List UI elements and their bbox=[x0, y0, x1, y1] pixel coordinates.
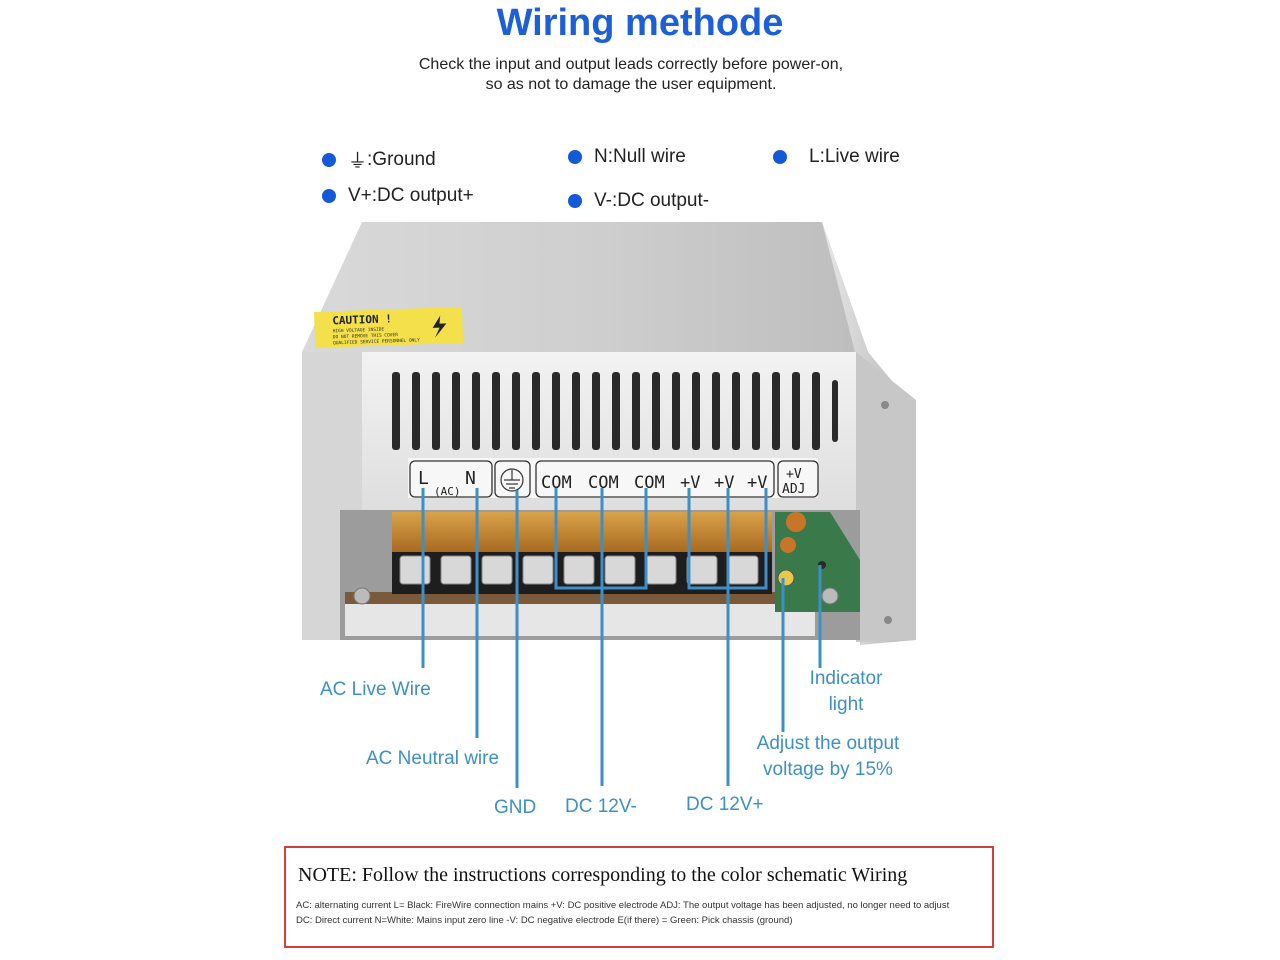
terminal-com-1: COM bbox=[541, 473, 572, 493]
terminal-box-dc bbox=[535, 460, 775, 498]
legend-live: L:Live wire bbox=[773, 146, 900, 168]
ground-symbol-icon: ⏚ bbox=[348, 151, 368, 172]
page-title: Wiring methode bbox=[496, 2, 784, 44]
legend-vplus: V+:DC output+ bbox=[322, 185, 474, 207]
callout-dc-plus: DC 12V+ bbox=[686, 794, 764, 815]
terminal-box-ac bbox=[409, 460, 493, 498]
bullet-icon bbox=[773, 150, 787, 164]
callout-indicator: Indicator light bbox=[798, 666, 894, 718]
terminal-ac: (AC) bbox=[434, 485, 461, 498]
terminal-adj-v: +V bbox=[786, 467, 802, 482]
terminal-v-2: +V bbox=[714, 473, 734, 493]
subtitle-line-1: Check the input and output leads correct… bbox=[418, 56, 844, 73]
callout-ac-neutral: AC Neutral wire bbox=[366, 748, 500, 769]
svg-text:CAUTION !: CAUTION ! bbox=[332, 312, 392, 327]
note-title: NOTE: Follow the instructions correspond… bbox=[298, 864, 908, 886]
legend-null: N:Null wire bbox=[568, 146, 686, 168]
note-line-2: DC: Direct current N=White: Mains input … bbox=[296, 915, 793, 926]
legend-null-label: N:Null wire bbox=[594, 146, 686, 167]
bullet-icon bbox=[322, 152, 336, 167]
vent-slots bbox=[392, 372, 838, 450]
subtitle-line-2: so as not to damage the user equipment. bbox=[485, 76, 777, 93]
terminal-box-ground bbox=[494, 460, 531, 498]
bullet-icon bbox=[322, 189, 336, 203]
terminal-com-2: COM bbox=[588, 473, 619, 493]
terminal-v-3: +V bbox=[747, 473, 767, 493]
legend-live-label: L:Live wire bbox=[809, 146, 900, 167]
lightning-icon bbox=[432, 315, 447, 338]
terminal-adj: ADJ bbox=[782, 482, 805, 497]
callout-adjust-line1: Adjust the output bbox=[756, 733, 900, 754]
svg-text:QUALIFIED SERVICE PERSONNEL ON: QUALIFIED SERVICE PERSONNEL ONLY bbox=[333, 337, 420, 346]
callout-lines bbox=[421, 488, 822, 788]
terminal-com-3: COM bbox=[634, 473, 665, 493]
callout-gnd: GND bbox=[494, 797, 537, 818]
note-box: NOTE: Follow the instructions correspond… bbox=[284, 846, 994, 948]
callout-ac-live: AC Live Wire bbox=[320, 679, 431, 700]
caution-label: CAUTION ! HIGH VOLTAGE INSIDE DO NOT REM… bbox=[314, 306, 464, 348]
potentiometer bbox=[777, 569, 795, 587]
legend-vminus: V-:DC output- bbox=[568, 190, 709, 212]
terminal-v-1: +V bbox=[680, 473, 700, 493]
legend-vminus-label: V-:DC output- bbox=[594, 190, 710, 211]
legend-ground: ⏚:Ground bbox=[322, 146, 436, 173]
terminal-screws bbox=[399, 555, 759, 585]
terminal-box-adj bbox=[777, 460, 819, 498]
ground-symbol-icon bbox=[500, 468, 524, 492]
bullet-icon bbox=[568, 150, 582, 164]
terminal-n: N bbox=[465, 468, 476, 489]
callout-dc-minus: DC 12V- bbox=[565, 796, 637, 817]
note-line-1: AC: alternating current L= Black: FireWi… bbox=[296, 900, 950, 911]
callout-indicator-line1: Indicator bbox=[809, 668, 883, 689]
legend-ground-label: :Ground bbox=[367, 148, 436, 170]
callout-adjust-line2: voltage by 15% bbox=[763, 759, 893, 780]
legend-vplus-label: V+:DC output+ bbox=[348, 185, 474, 206]
callout-indicator-line2: light bbox=[828, 694, 864, 715]
svg-text:DO NOT REMOVE THIS COVER: DO NOT REMOVE THIS COVER bbox=[333, 332, 398, 340]
pcb-board bbox=[775, 512, 860, 612]
callout-adjust: Adjust the output voltage by 15% bbox=[744, 731, 912, 783]
terminal-block bbox=[392, 512, 772, 552]
svg-text:HIGH VOLTAGE INSIDE: HIGH VOLTAGE INSIDE bbox=[333, 327, 385, 335]
capacitor bbox=[786, 512, 806, 532]
bullet-icon bbox=[568, 194, 582, 208]
terminal-l: L bbox=[418, 468, 429, 489]
